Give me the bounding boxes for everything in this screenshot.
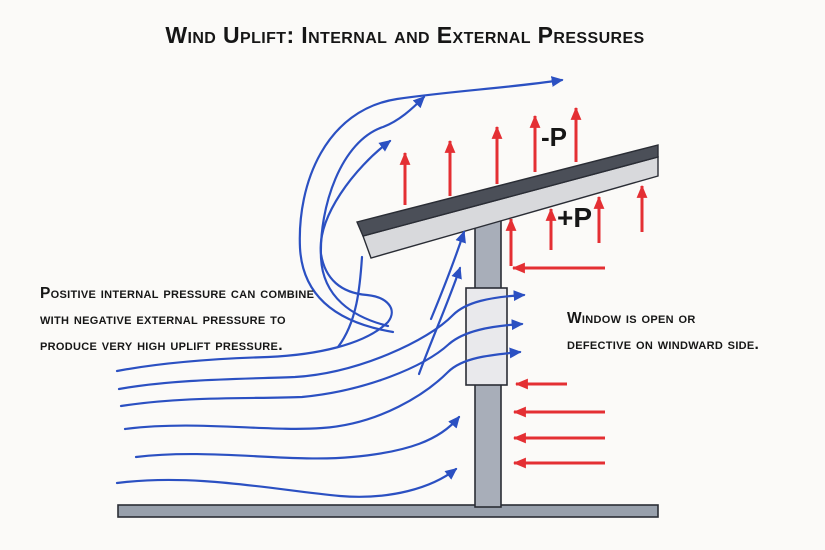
building-structure (117, 144, 659, 518)
caption-line: with negative external pressure to (40, 311, 286, 328)
wind-streamline-through-window-1 (117, 290, 526, 391)
wind-streamline-through-window-2 (119, 319, 524, 408)
external-suction-arrows-above-roof (399, 106, 582, 205)
wind-arrow-under-eave-upper (429, 230, 466, 321)
caption-line: Positive internal pressure can combine (40, 285, 315, 302)
wall-lower (474, 382, 502, 508)
wind-streamline-through-window-3 (123, 347, 522, 431)
roof-deck (356, 144, 659, 237)
caption-line: Window is open or (567, 310, 696, 327)
wind-streamline-up-wall-2 (115, 467, 458, 498)
diagram-title: Wind Uplift: Internal and External Press… (165, 22, 645, 48)
wind-streamline-over-roof-middle (319, 95, 426, 328)
wind-streamline-over-roof-outer (298, 76, 564, 334)
wind-streamline-hairpin-around-eave (115, 139, 393, 373)
window-caption: Window is open or defective on windward … (567, 306, 759, 358)
wind-streamlines (115, 76, 564, 498)
wind-arrow-under-eave-lower (417, 266, 462, 376)
internal-pressure-caption: Positive internal pressure can combine w… (40, 281, 314, 359)
caption-line: defective on windward side. (567, 336, 760, 353)
wind-streamline-to-eave-tip (336, 255, 364, 349)
caption-line: produce very high uplift pressure. (40, 337, 283, 354)
wind-streamline-up-wall-1 (134, 415, 461, 460)
negative-pressure-label: -P (541, 122, 567, 152)
ground (117, 504, 659, 518)
pressure-arrows (399, 106, 648, 469)
positive-pressure-label: +P (557, 202, 593, 233)
internal-pressure-arrows-on-wall (511, 262, 605, 469)
internal-pressure-arrows-below-roof (505, 184, 648, 266)
